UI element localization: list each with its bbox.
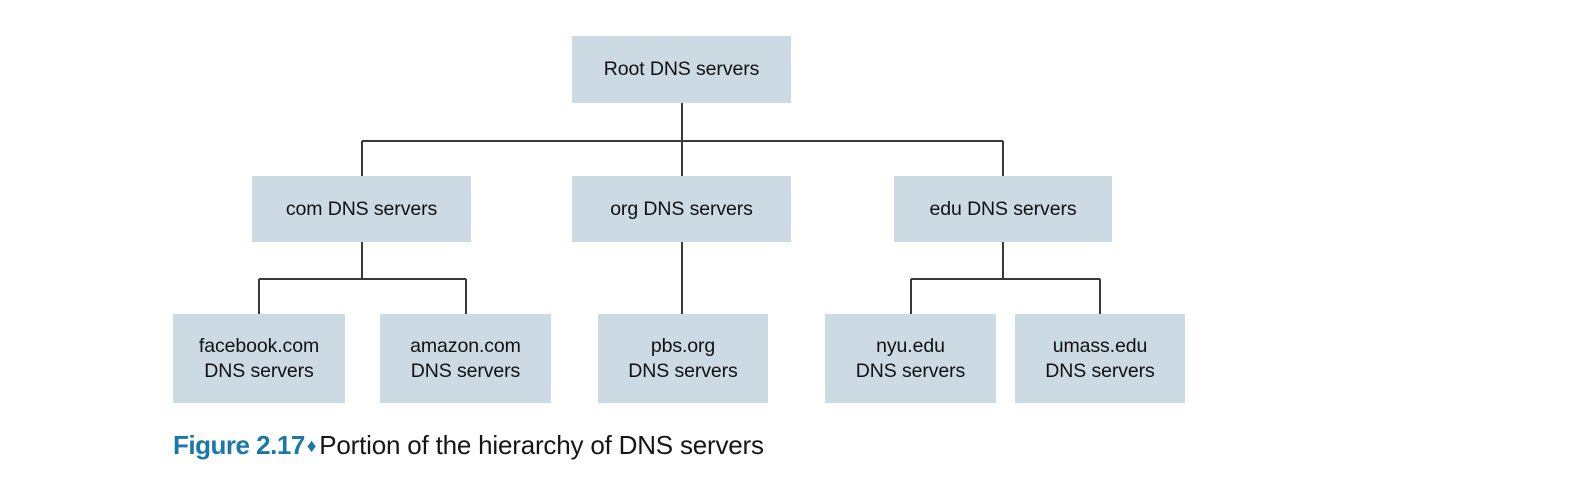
node-label-line1: nyu.edu (876, 334, 945, 357)
figure-caption: Figure 2.17♦Portion of the hierarchy of … (173, 430, 764, 461)
node-edu-dns-servers[interactable]: edu DNS servers (894, 176, 1112, 242)
node-label-line1: facebook.com (198, 334, 320, 357)
figure-caption-text: Portion of the hierarchy of DNS servers (319, 430, 764, 460)
node-label-line2: DNS servers (628, 359, 738, 382)
node-label-line1: edu DNS servers (929, 197, 1077, 220)
node-label-line1: Root DNS servers (603, 58, 760, 81)
node-label-line1: umass.edu (1052, 334, 1148, 357)
node-org-dns-servers[interactable]: org DNS servers (572, 176, 791, 242)
figure-diamond-icon: ♦ (306, 436, 317, 457)
node-root-dns-servers[interactable]: Root DNS servers (572, 36, 791, 103)
node-label-line2: DNS servers (410, 359, 521, 382)
node-label-line1: com DNS servers (285, 197, 438, 220)
node-nyu-edu-dns-servers[interactable]: nyu.edu DNS servers (825, 314, 996, 403)
node-com-dns-servers[interactable]: com DNS servers (252, 176, 471, 242)
node-label-line1: pbs.org (650, 334, 716, 357)
node-facebook-com-dns-servers[interactable]: facebook.com DNS servers (173, 314, 345, 403)
node-label-line2: DNS servers (1045, 359, 1155, 382)
node-amazon-com-dns-servers[interactable]: amazon.com DNS servers (380, 314, 551, 403)
node-label-line1: amazon.com (410, 334, 521, 357)
node-label-line2: DNS servers (855, 359, 966, 382)
node-label-line1: org DNS servers (610, 197, 753, 220)
node-label-line2: DNS servers (204, 359, 314, 382)
node-umass-edu-dns-servers[interactable]: umass.edu DNS servers (1015, 314, 1185, 403)
figure-number-label: Figure 2.17 (173, 430, 305, 460)
node-pbs-org-dns-servers[interactable]: pbs.org DNS servers (598, 314, 768, 403)
